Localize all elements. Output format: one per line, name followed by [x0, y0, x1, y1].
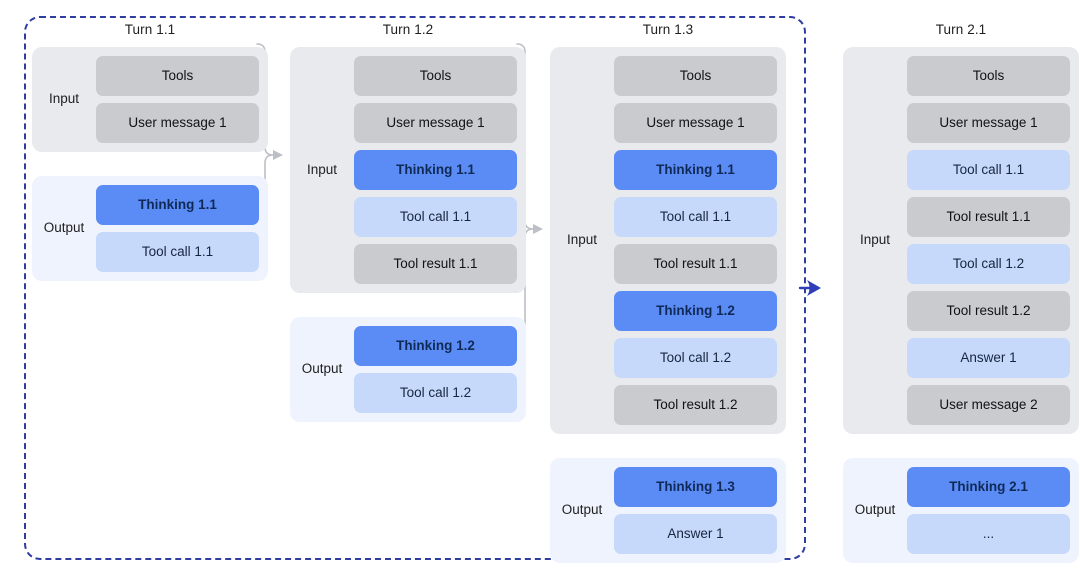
message-block[interactable]: Thinking 1.2	[354, 326, 517, 366]
message-block[interactable]: Tool call 1.2	[907, 244, 1070, 284]
output-label: Output	[854, 502, 896, 518]
output-panel: Output Thinking 1.3 Answer 1	[550, 458, 786, 563]
message-block[interactable]: User message 1	[614, 103, 777, 143]
output-block-list: Thinking 1.1 Tool call 1.1	[96, 185, 259, 272]
column-turn-1-3: Turn 1.3 Input Tools User message 1 Thin…	[550, 22, 786, 563]
output-panel: Output Thinking 2.1 ...	[843, 458, 1079, 563]
message-block[interactable]: Answer 1	[614, 514, 777, 554]
input-label: Input	[859, 232, 891, 248]
panel-spacer	[843, 434, 1079, 458]
message-block[interactable]: Tool call 1.1	[907, 150, 1070, 190]
input-block-list: Tools User message 1 Thinking 1.1 Tool c…	[354, 56, 517, 284]
panel-spacer	[290, 293, 526, 317]
input-block-list: Tools User message 1 Thinking 1.1 Tool c…	[614, 56, 777, 425]
output-block-list: Thinking 1.2 Tool call 1.2	[354, 326, 517, 413]
column-turn-1-2: Turn 1.2 Input Tools User message 1 Thin…	[290, 22, 526, 422]
input-panel: Input Tools User message 1	[32, 47, 268, 152]
message-block[interactable]: Tool result 1.1	[614, 244, 777, 284]
input-label: Input	[306, 161, 338, 177]
message-block[interactable]: Tool call 1.2	[354, 373, 517, 413]
message-block[interactable]: Tool call 1.2	[614, 338, 777, 378]
turn-title: Turn 1.3	[642, 22, 694, 37]
output-label: Output	[43, 220, 85, 236]
turn-title: Turn 1.2	[382, 22, 434, 37]
message-block[interactable]: Thinking 1.3	[614, 467, 777, 507]
message-block[interactable]: Tools	[907, 56, 1070, 96]
column-turn-1-1: Turn 1.1 Input Tools User message 1 Outp…	[32, 22, 268, 281]
message-block[interactable]: Tools	[614, 56, 777, 96]
output-label: Output	[301, 361, 343, 377]
message-block[interactable]: ...	[907, 514, 1070, 554]
input-block-list: Tools User message 1 Tool call 1.1 Tool …	[907, 56, 1070, 425]
input-panel: Input Tools User message 1 Thinking 1.1 …	[290, 47, 526, 293]
message-block[interactable]: Thinking 1.1	[96, 185, 259, 225]
message-block[interactable]: Tool result 1.1	[907, 197, 1070, 237]
output-block-list: Thinking 2.1 ...	[907, 467, 1070, 554]
input-block-list: Tools User message 1	[96, 56, 259, 143]
input-label: Input	[48, 91, 80, 107]
message-block[interactable]: Tool result 1.2	[614, 385, 777, 425]
message-block[interactable]: User message 1	[354, 103, 517, 143]
panel-spacer	[550, 434, 786, 458]
next-turn-arrow-icon	[798, 280, 821, 296]
message-block[interactable]: User message 1	[907, 103, 1070, 143]
message-block[interactable]: Tool call 1.1	[354, 197, 517, 237]
output-panel: Output Thinking 1.2 Tool call 1.2	[290, 317, 526, 422]
output-block-list: Thinking 1.3 Answer 1	[614, 467, 777, 554]
message-block[interactable]: Tool call 1.1	[614, 197, 777, 237]
input-panel: Input Tools User message 1 Thinking 1.1 …	[550, 47, 786, 434]
message-block[interactable]: Thinking 1.1	[354, 150, 517, 190]
panel-spacer	[32, 152, 268, 176]
output-label: Output	[561, 502, 603, 518]
message-block[interactable]: Thinking 1.1	[614, 150, 777, 190]
input-label: Input	[566, 232, 598, 248]
message-block[interactable]: Tools	[354, 56, 517, 96]
turn-title: Turn 1.1	[124, 22, 176, 37]
message-block[interactable]: Tools	[96, 56, 259, 96]
message-block[interactable]: User message 2	[907, 385, 1070, 425]
message-block[interactable]: Thinking 1.2	[614, 291, 777, 331]
message-block[interactable]: User message 1	[96, 103, 259, 143]
message-block[interactable]: Answer 1	[907, 338, 1070, 378]
column-turn-2-1: Turn 2.1 Input Tools User message 1 Tool…	[843, 22, 1079, 563]
message-block[interactable]: Thinking 2.1	[907, 467, 1070, 507]
message-block[interactable]: Tool call 1.1	[96, 232, 259, 272]
turn-title: Turn 2.1	[935, 22, 987, 37]
output-panel: Output Thinking 1.1 Tool call 1.1	[32, 176, 268, 281]
message-block[interactable]: Tool result 1.2	[907, 291, 1070, 331]
input-panel: Input Tools User message 1 Tool call 1.1…	[843, 47, 1079, 434]
message-block[interactable]: Tool result 1.1	[354, 244, 517, 284]
